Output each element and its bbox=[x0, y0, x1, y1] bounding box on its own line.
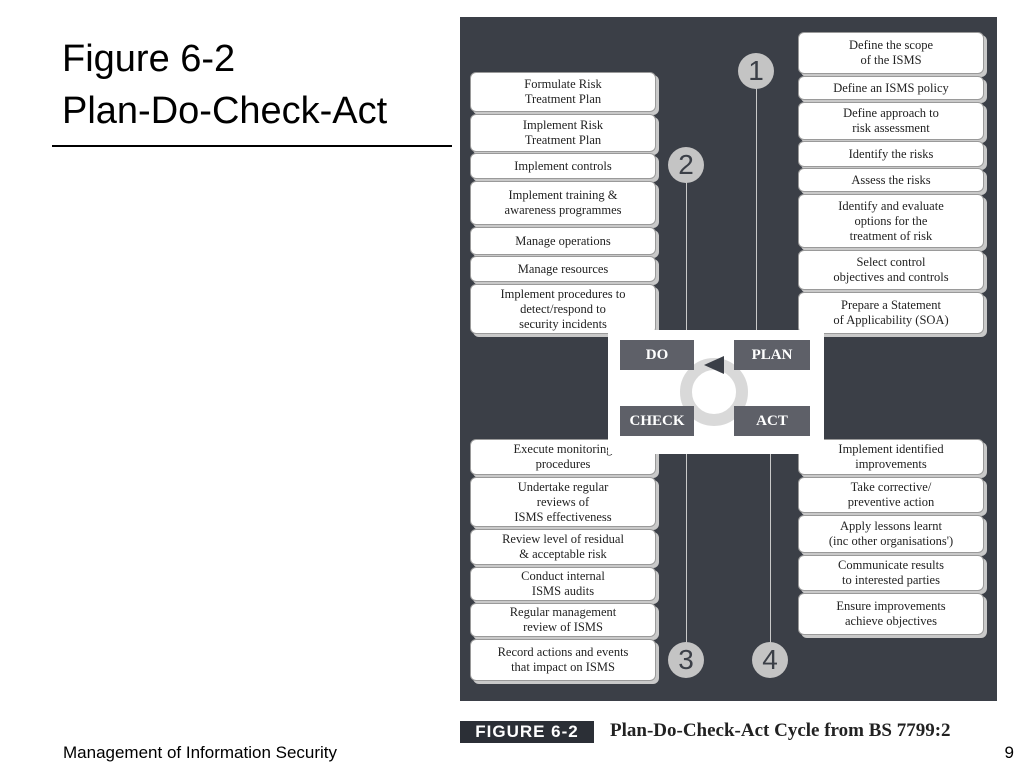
plan-step: Define an ISMS policy bbox=[798, 76, 984, 100]
do-step: Implement controls bbox=[470, 153, 656, 179]
act-step: Communicate results to interested partie… bbox=[798, 555, 984, 591]
slide-title-line-1: Figure 6-2 bbox=[62, 38, 236, 80]
check-connector-line bbox=[686, 447, 687, 657]
phase-plan-label: PLAN bbox=[734, 340, 810, 370]
check-arrow-up-icon bbox=[680, 442, 692, 454]
figure-caption-text: Plan-Do-Check-Act Cycle from BS 7799:2 bbox=[610, 720, 951, 741]
do-step: Manage operations bbox=[470, 227, 656, 255]
plan-number-circle: 1 bbox=[738, 53, 774, 89]
check-step: Conduct internal ISMS audits bbox=[470, 567, 656, 601]
cycle-arrow-icon bbox=[704, 356, 724, 374]
plan-step: Define approach to risk assessment bbox=[798, 102, 984, 140]
pdca-diagram: Formulate Risk Treatment Plan Implement … bbox=[460, 17, 997, 701]
plan-step: Select control objectives and controls bbox=[798, 250, 984, 290]
act-step: Implement identified improvements bbox=[798, 439, 984, 475]
plan-step: Identify the risks bbox=[798, 141, 984, 167]
check-step: Undertake regular reviews of ISMS effect… bbox=[470, 477, 656, 527]
act-arrow-up-icon bbox=[764, 442, 776, 454]
slide-title-line-2: Plan-Do-Check-Act bbox=[62, 90, 388, 132]
plan-connector-line bbox=[756, 87, 757, 347]
do-step: Implement training & awareness programme… bbox=[470, 181, 656, 225]
act-step: Ensure improvements achieve objectives bbox=[798, 593, 984, 635]
do-connector-line bbox=[686, 182, 687, 347]
act-number-circle: 4 bbox=[752, 642, 788, 678]
phase-check-label: CHECK bbox=[620, 406, 694, 436]
title-underline bbox=[52, 145, 452, 147]
phase-act-label: ACT bbox=[734, 406, 810, 436]
plan-step: Prepare a Statement of Applicability (SO… bbox=[798, 292, 984, 334]
check-step: Record actions and events that impact on… bbox=[470, 639, 656, 681]
do-step: Manage resources bbox=[470, 256, 656, 282]
check-step: Regular management review of ISMS bbox=[470, 603, 656, 637]
plan-step: Assess the risks bbox=[798, 168, 984, 192]
figure-caption-label: FIGURE 6-2 bbox=[460, 721, 594, 743]
do-step: Implement Risk Treatment Plan bbox=[470, 114, 656, 152]
act-connector-line bbox=[770, 447, 771, 657]
do-step: Formulate Risk Treatment Plan bbox=[470, 72, 656, 112]
check-number-circle: 3 bbox=[668, 642, 704, 678]
check-step: Review level of residual & acceptable ri… bbox=[470, 529, 656, 565]
phase-do-label: DO bbox=[620, 340, 694, 370]
plan-step: Define the scope of the ISMS bbox=[798, 32, 984, 74]
plan-step: Identify and evaluate options for the tr… bbox=[798, 194, 984, 248]
do-step: Implement procedures to detect/respond t… bbox=[470, 284, 656, 334]
do-number-circle: 2 bbox=[668, 147, 704, 183]
cycle-center-panel: DO PLAN CHECK ACT bbox=[608, 330, 824, 454]
act-step: Apply lessons learnt (inc other organisa… bbox=[798, 515, 984, 553]
act-step: Take corrective/ preventive action bbox=[798, 477, 984, 513]
page-number: 9 bbox=[1004, 743, 1014, 762]
slide-footer: Management of Information Security bbox=[63, 743, 338, 762]
